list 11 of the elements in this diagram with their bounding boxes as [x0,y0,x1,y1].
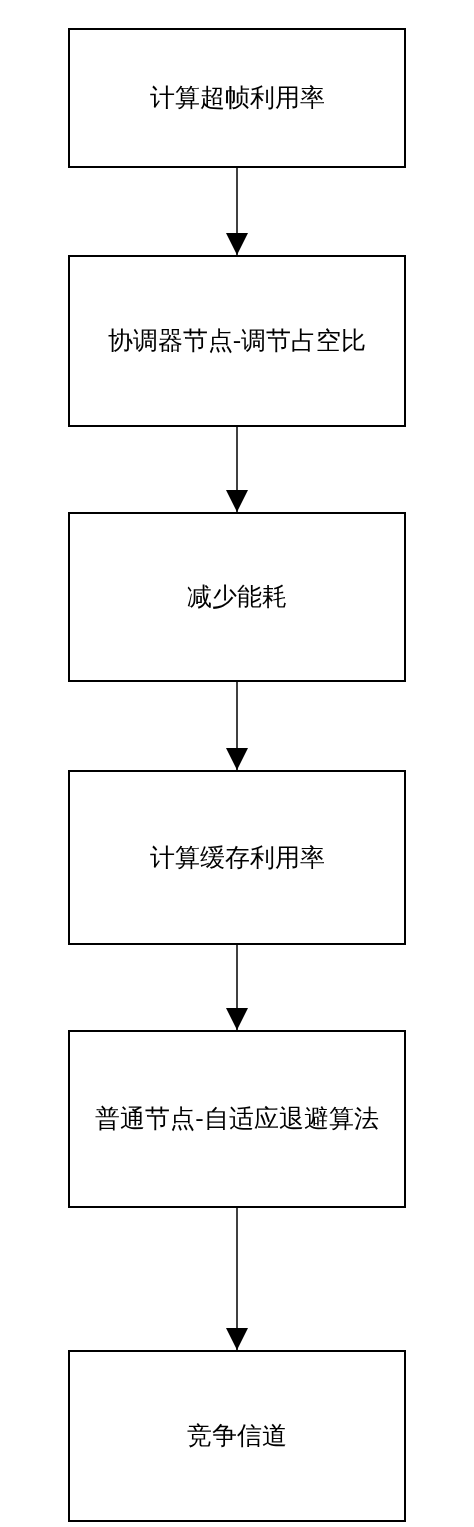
process-box: 竞争信道 [68,1350,406,1522]
arrow [226,426,248,513]
process-box: 计算超帧利用率 [68,28,406,168]
process-box: 计算缓存利用率 [68,770,406,945]
arrow [226,167,248,256]
process-box: 减少能耗 [68,512,406,682]
arrow [226,944,248,1031]
arrow [226,681,248,771]
process-box: 协调器节点-调节占空比 [68,255,406,427]
arrow [226,1207,248,1351]
process-box: 普通节点-自适应退避算法 [68,1030,406,1208]
